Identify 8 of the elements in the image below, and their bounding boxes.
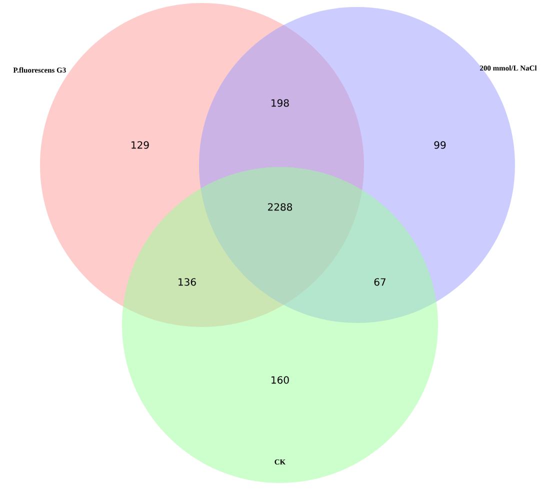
count-label: 136 (178, 278, 196, 286)
count-label: 67 (374, 278, 386, 286)
set-circle (122, 167, 438, 483)
count-label: 160 (272, 376, 289, 384)
count-label: 198 (272, 99, 289, 107)
count-label: 2288 (268, 203, 292, 211)
count-label: 129 (132, 141, 149, 149)
count-label: 99 (434, 141, 446, 149)
